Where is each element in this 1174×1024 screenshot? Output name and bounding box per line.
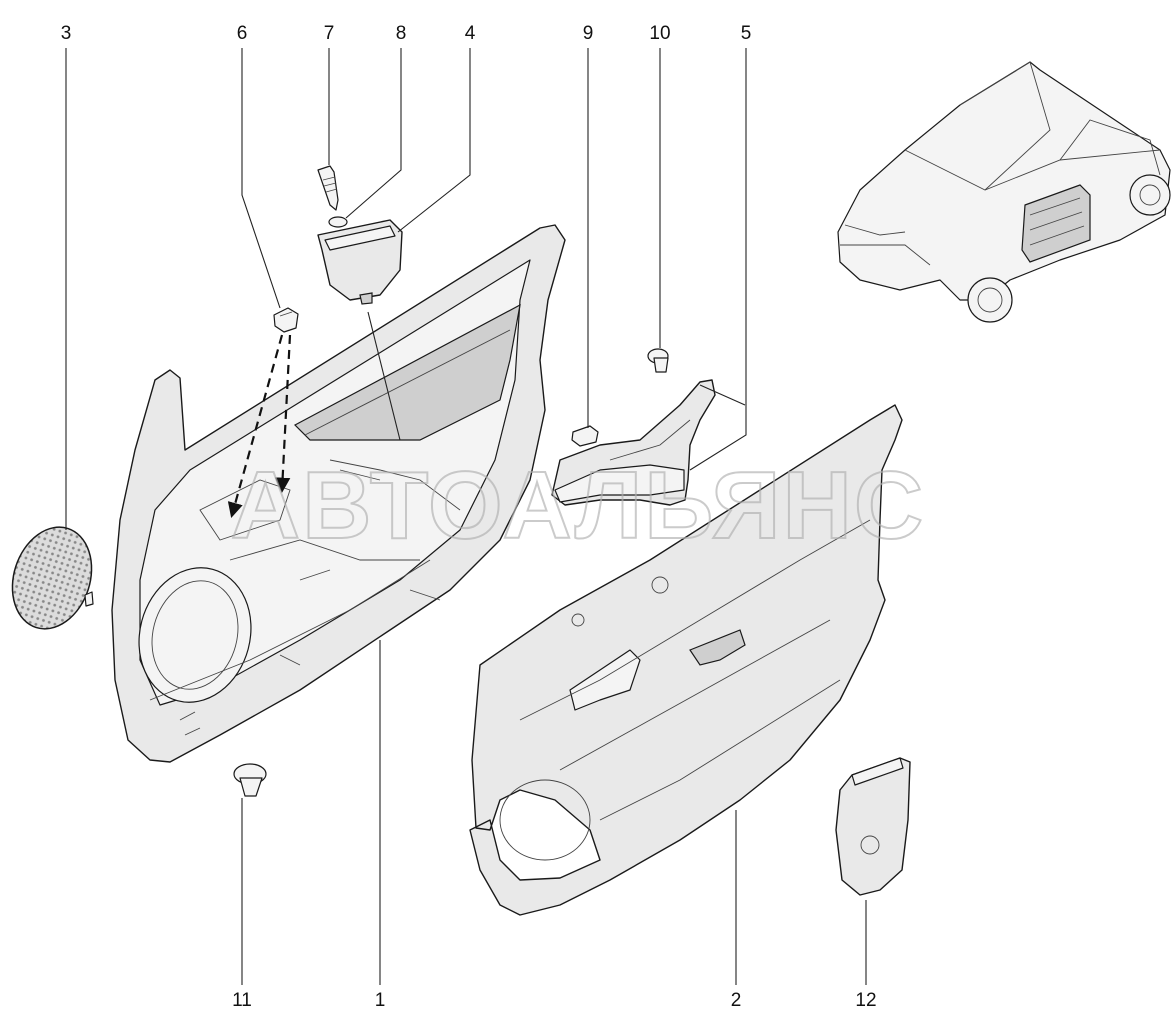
watermark-text: АВТОАЛЬЯНС xyxy=(231,452,925,559)
callout-6: 6 xyxy=(237,23,248,44)
callout-8: 8 xyxy=(396,23,407,44)
part-1-door-trim-panel xyxy=(111,224,566,763)
part-8-washer xyxy=(328,216,348,228)
part-5-bracket xyxy=(551,379,716,506)
car-overview-illustration xyxy=(837,61,1171,323)
part-11-push-fastener xyxy=(233,763,267,797)
callout-10: 10 xyxy=(649,23,670,44)
part-4-door-pull-pocket xyxy=(317,219,403,305)
part-7-screw xyxy=(317,165,339,211)
callout-5: 5 xyxy=(741,23,752,44)
callout-1: 1 xyxy=(375,990,386,1011)
callout-11: 11 xyxy=(232,990,252,1011)
part-12-cover-panel xyxy=(835,757,911,896)
part-10-push-pin xyxy=(647,348,669,373)
leader-lines xyxy=(65,48,867,985)
callout-3: 3 xyxy=(61,23,72,44)
callout-2: 2 xyxy=(731,990,742,1011)
part-2-insulation-panel xyxy=(469,404,903,916)
callout-4: 4 xyxy=(465,23,476,44)
part-9-clip xyxy=(571,425,599,447)
part-3-speaker-grille xyxy=(11,526,94,630)
callout-7: 7 xyxy=(324,23,335,44)
callout-9: 9 xyxy=(583,23,594,44)
callout-12: 12 xyxy=(855,990,876,1011)
part-6-clip xyxy=(273,307,299,333)
